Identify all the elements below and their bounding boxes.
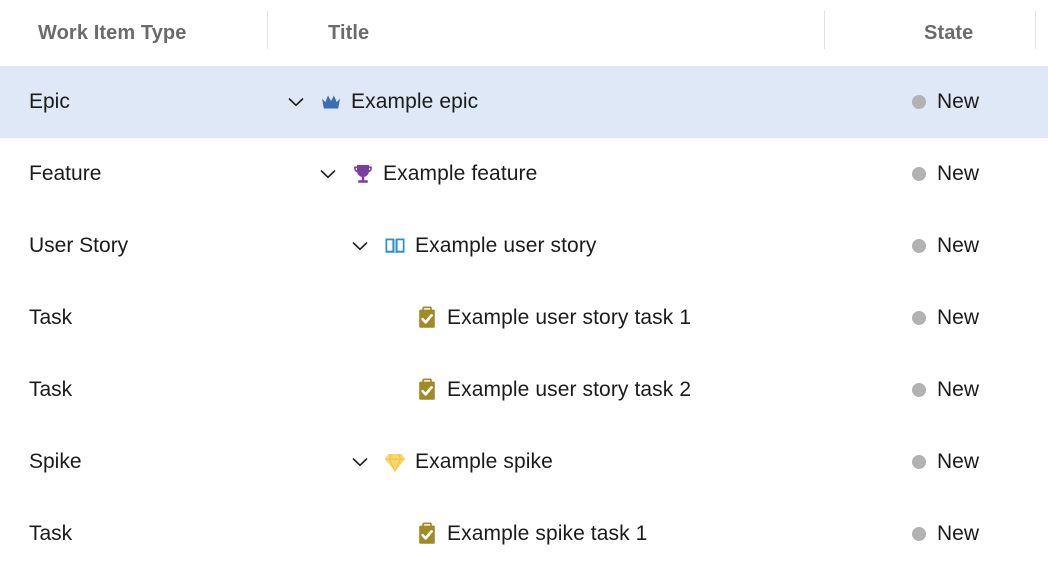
cell-work-item-type: Task	[29, 378, 73, 401]
cell-state: New	[912, 210, 979, 282]
status-badge: New	[937, 234, 980, 257]
status-badge: New	[937, 450, 980, 473]
table-row[interactable]: User Story Example user story New	[0, 210, 1048, 282]
column-header-work-item-type[interactable]: Work Item Type	[38, 21, 187, 44]
trophy-icon	[350, 161, 376, 187]
table-header: Work Item Type Title State	[0, 0, 1048, 66]
status-dot-icon	[912, 95, 926, 109]
status-badge: New	[937, 378, 980, 401]
clipboard-check-icon	[414, 377, 440, 403]
work-item-title-link[interactable]: Example user story	[415, 234, 597, 257]
status-dot-icon	[912, 527, 926, 541]
chevron-down-icon[interactable]	[315, 161, 341, 187]
cell-state: New	[912, 426, 979, 498]
cell-state: New	[912, 138, 979, 210]
work-item-title-link[interactable]: Example spike task 1	[447, 522, 648, 545]
open-book-icon	[382, 233, 408, 259]
cell-work-item-type: Task	[29, 522, 73, 545]
chevron-down-icon[interactable]	[347, 449, 373, 475]
table-row[interactable]: Task Example user story task 2 New	[0, 354, 1048, 426]
column-header-state[interactable]: State	[924, 21, 974, 44]
work-item-title-link[interactable]: Example feature	[383, 162, 538, 185]
status-dot-icon	[912, 455, 926, 469]
column-divider-1[interactable]	[267, 11, 268, 49]
status-badge: New	[937, 306, 980, 329]
clipboard-check-icon	[414, 521, 440, 547]
cell-title: Example spike	[347, 426, 553, 498]
status-dot-icon	[912, 383, 926, 397]
cell-work-item-type: Spike	[29, 450, 82, 473]
work-item-title-link[interactable]: Example spike	[415, 450, 553, 473]
cell-title: Example user story task 1	[379, 282, 691, 354]
status-badge: New	[937, 522, 980, 545]
table-row[interactable]: Spike Example spike New	[0, 426, 1048, 498]
work-item-title-link[interactable]: Example epic	[351, 90, 479, 113]
cell-title: Example epic	[283, 66, 478, 138]
status-badge: New	[937, 162, 980, 185]
status-dot-icon	[912, 167, 926, 181]
status-badge: New	[937, 90, 980, 113]
work-item-title-link[interactable]: Example user story task 2	[447, 378, 692, 401]
chevron-down-icon[interactable]	[283, 89, 309, 115]
clipboard-check-icon	[414, 305, 440, 331]
cell-work-item-type: Feature	[29, 162, 102, 185]
status-dot-icon	[912, 239, 926, 253]
column-divider-2[interactable]	[824, 11, 825, 49]
table-row[interactable]: Task Example spike task 1 New	[0, 498, 1048, 570]
column-divider-3[interactable]	[1035, 11, 1036, 49]
chevron-down-icon[interactable]	[347, 233, 373, 259]
cell-work-item-type: User Story	[29, 234, 129, 257]
crown-icon	[318, 89, 344, 115]
cell-title: Example spike task 1	[379, 498, 647, 570]
cell-title: Example feature	[315, 138, 537, 210]
cell-title: Example user story	[347, 210, 597, 282]
status-dot-icon	[912, 311, 926, 325]
table-row[interactable]: Task Example user story task 1 New	[0, 282, 1048, 354]
cell-state: New	[912, 282, 979, 354]
cell-work-item-type: Task	[29, 306, 73, 329]
column-header-title[interactable]: Title	[328, 21, 370, 44]
gem-icon	[382, 449, 408, 475]
cell-state: New	[912, 66, 979, 138]
table-row[interactable]: Feature Example feature New	[0, 138, 1048, 210]
cell-title: Example user story task 2	[379, 354, 691, 426]
cell-state: New	[912, 498, 979, 570]
table-row[interactable]: Epic Example epic New	[0, 66, 1048, 138]
cell-work-item-type: Epic	[29, 90, 70, 113]
work-item-title-link[interactable]: Example user story task 1	[447, 306, 692, 329]
cell-state: New	[912, 354, 979, 426]
